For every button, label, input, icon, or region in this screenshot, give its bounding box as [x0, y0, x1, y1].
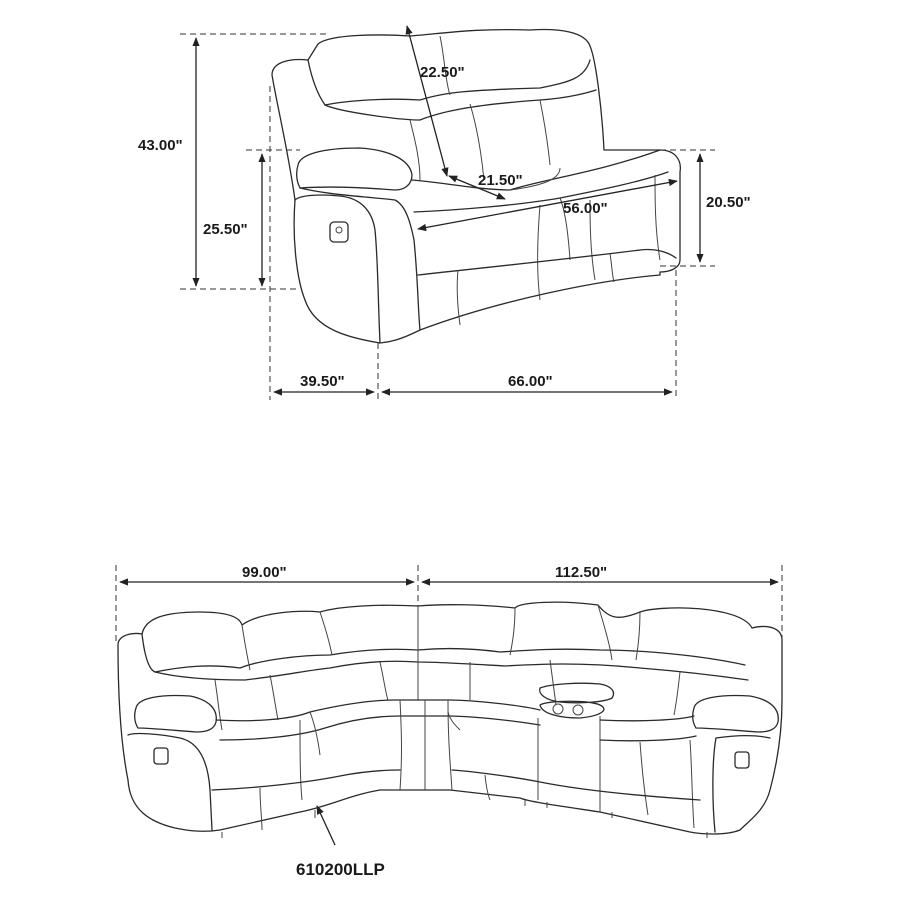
overall-width-label: 66.00": [508, 373, 553, 390]
arm-height-label: 25.50": [203, 221, 248, 238]
overall-height-label: 43.00": [138, 137, 183, 154]
back-height-label: 22.50": [420, 64, 465, 81]
seat-height-label: 20.50": [706, 194, 751, 211]
seat-width-label: 56.00": [563, 200, 608, 217]
sectional-left-width-label: 99.00": [242, 564, 287, 581]
loveseat-dimension-lines: [180, 25, 715, 400]
model-number-label: 610200LLP: [296, 860, 385, 879]
sectional-right-width-label: 112.50": [555, 564, 607, 581]
overall-depth-label: 39.50": [300, 373, 345, 390]
sectional-dimension-lines: [115, 565, 783, 645]
sectional-drawing: [117, 601, 783, 846]
loveseat-drawing: [271, 28, 681, 344]
seat-depth-label: 21.50": [478, 172, 523, 189]
